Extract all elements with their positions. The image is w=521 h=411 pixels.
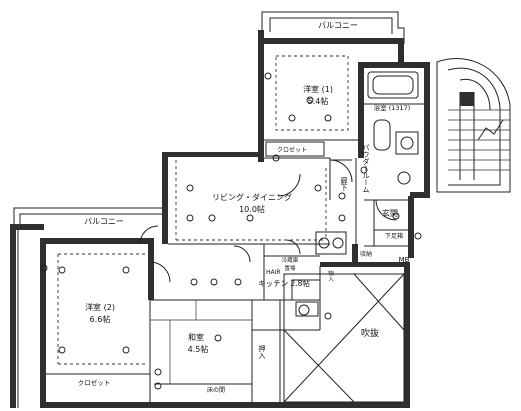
western-room-1-label: 洋室 (1)	[303, 84, 333, 94]
western-room-1-size: 5.4帖	[308, 96, 329, 106]
western-room-2-label: 洋室 (2)	[85, 302, 115, 312]
closet-bottom-label: クロゼット	[78, 378, 111, 387]
kitchen-fixtures	[291, 231, 347, 317]
western-room-2-size: 6.6帖	[90, 314, 111, 324]
balcony-left-label: バルコニー	[84, 217, 124, 226]
shoe-box-label: 下足箱	[385, 232, 403, 240]
mb-label: MB	[399, 256, 410, 264]
balcony-top	[258, 11, 405, 44]
oshiire-label: 押入	[258, 344, 266, 359]
japanese-room-label: 和室	[188, 332, 204, 342]
japanese-room-size: 4.5帖	[188, 344, 209, 354]
living-dining-label: リビング・ダイニング	[212, 192, 292, 202]
corridor-label: 廊下	[340, 176, 348, 192]
tokonoma-label: 床の間	[207, 386, 225, 394]
balcony-left	[10, 207, 165, 408]
door-swings	[139, 159, 397, 283]
kitchen-label: キッチン 2.8帖	[258, 278, 310, 288]
fridge-label: 冷蔵庫	[282, 256, 299, 264]
tatami-lines	[150, 300, 252, 384]
closet-top-label: クロゼット	[277, 146, 307, 154]
entrance-label: 玄関	[382, 208, 398, 218]
living-dining-size: 10.0帖	[239, 204, 265, 214]
hall-storage-label: 物入	[327, 269, 334, 282]
bath-fixtures	[367, 71, 419, 185]
light-fixtures	[40, 72, 422, 390]
storage-label: 収納	[360, 250, 372, 258]
atrium-marker	[283, 273, 405, 403]
atrium-label: 吹抜	[361, 327, 379, 339]
powder-room-label: パウダールーム	[362, 144, 370, 193]
bath-label: 浴室 (1317)	[374, 103, 411, 112]
balcony-top-label: バルコニー	[318, 21, 358, 30]
exterior-staircase	[436, 58, 511, 193]
hair-label: HAIR	[266, 269, 281, 276]
ceiling-dashes	[57, 55, 349, 365]
fridge-space-label: 置場	[284, 264, 296, 272]
walls	[40, 38, 430, 408]
interior-lines	[46, 103, 424, 402]
